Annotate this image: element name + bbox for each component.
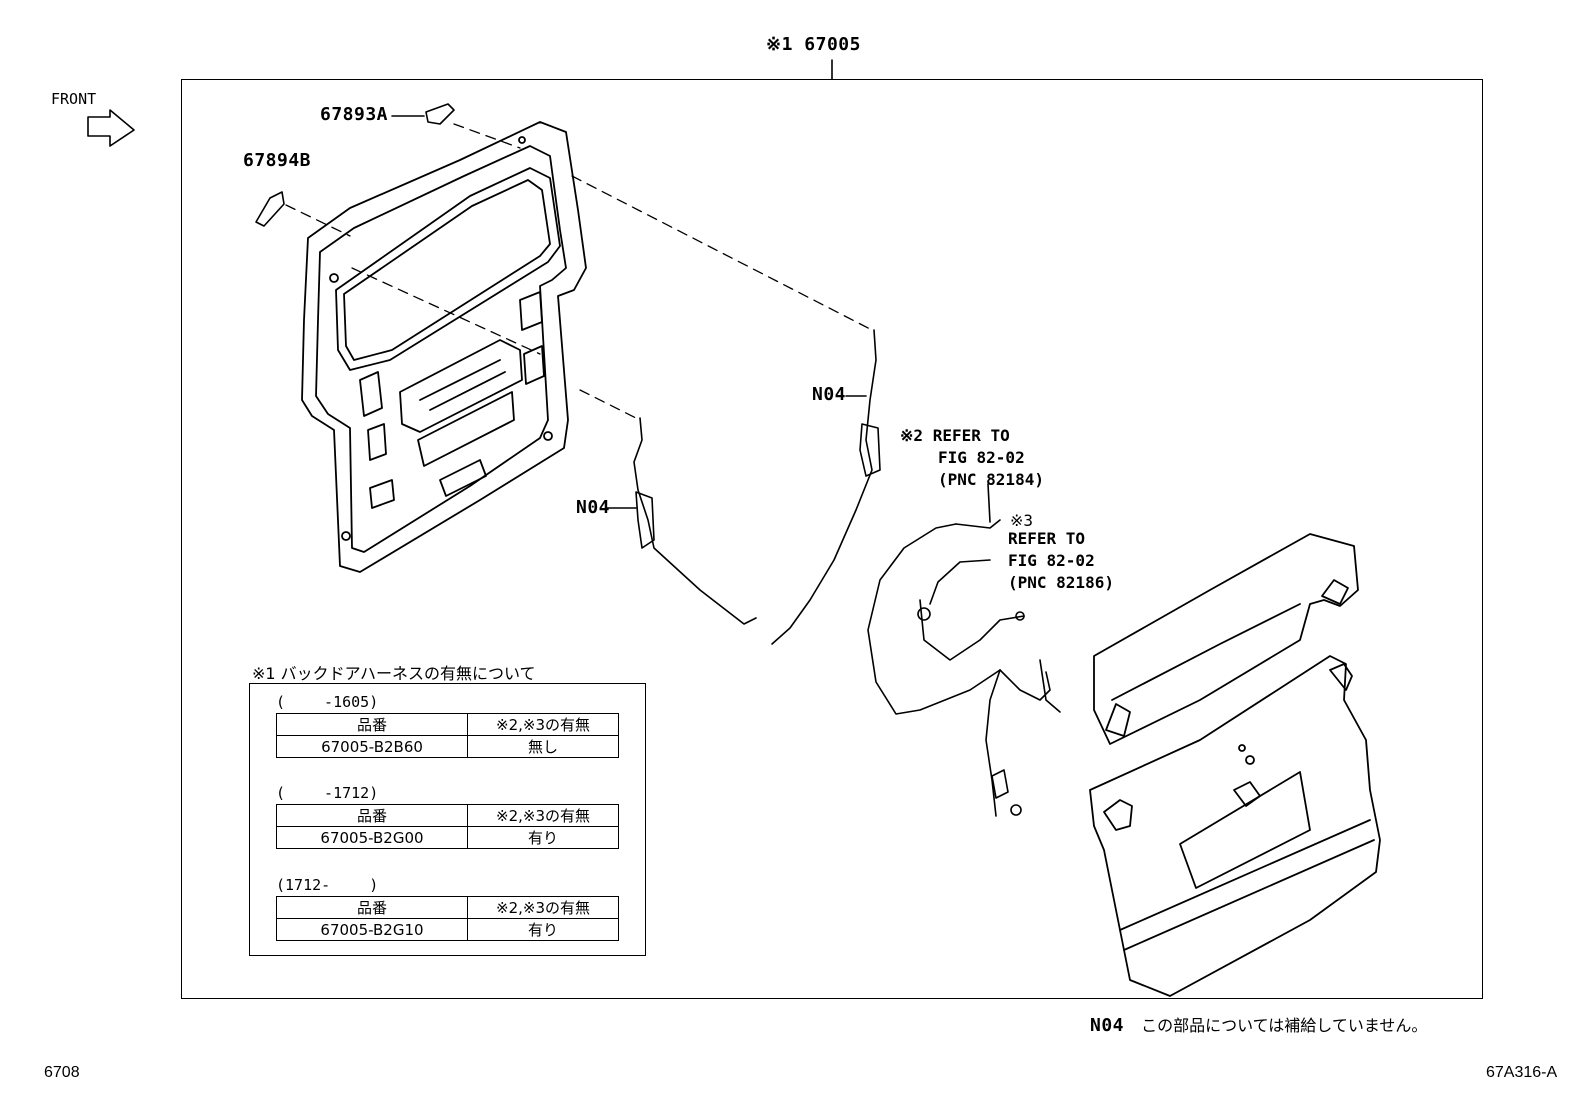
- main-assembly-label: ※1 67005: [766, 34, 861, 55]
- part-table-2: 品番 ※2,※3の有無 67005-B2G00 有り: [276, 804, 619, 849]
- clip-67894b-icon: [255, 191, 285, 227]
- range-2: ( -1712): [276, 784, 379, 802]
- header-part-cell: 品番: [276, 804, 468, 827]
- outer-back-door-panel: [1089, 533, 1381, 997]
- harness-note-box: [249, 683, 646, 956]
- refer-3-line2: FIG 82-02: [1008, 551, 1095, 570]
- refer-2-line1: REFER TO: [932, 426, 1010, 445]
- table-row: 67005-B2B60 無し: [276, 735, 619, 758]
- range-1: ( -1605): [276, 693, 379, 711]
- footnote-code: N04: [1090, 1015, 1125, 1036]
- table-row: 67005-B2G10 有り: [276, 918, 619, 941]
- header-part-cell: 品番: [276, 713, 468, 736]
- refer-3-line1: REFER TO: [1008, 529, 1086, 548]
- refer-3-block: ※3 REFER TO FIG 82-02 (PNC 82186): [1008, 510, 1114, 594]
- footnote-text: この部品については補給していません。: [1141, 1018, 1428, 1035]
- header-avail-cell: ※2,※3の有無: [467, 896, 619, 919]
- refer-2-block: ※2 REFER TO FIG 82-02 (PNC 82184): [900, 425, 1044, 491]
- header-avail-cell: ※2,※3の有無: [467, 713, 619, 736]
- availability-cell: 無し: [467, 735, 619, 758]
- refer-2-marker: ※2: [900, 426, 924, 445]
- refer-2-line3: (PNC 82184): [938, 470, 1044, 489]
- table-row: 品番 ※2,※3の有無: [276, 713, 619, 736]
- range-3: (1712- ): [276, 876, 379, 894]
- front-label: FRONT: [51, 90, 97, 108]
- part-table-1: 品番 ※2,※3の有無 67005-B2B60 無し: [276, 713, 619, 758]
- n04-mid-label: N04: [812, 384, 847, 405]
- part-number-cell: 67005-B2G10: [276, 918, 468, 941]
- cable-n04-left: [606, 417, 757, 625]
- table-row: 67005-B2G00 有り: [276, 826, 619, 849]
- figure-id-right: 67A316-A: [1486, 1064, 1558, 1081]
- table-row: 品番 ※2,※3の有無: [276, 804, 619, 827]
- inner-door-panel: [301, 121, 587, 573]
- part-67893a-label: 67893A: [320, 104, 389, 125]
- refer-3-marker: ※3: [1010, 511, 1034, 530]
- page-number-left: 6708: [44, 1064, 80, 1081]
- header-part-cell: 品番: [276, 896, 468, 919]
- footnote: N04 この部品については補給していません。: [1090, 1012, 1427, 1036]
- part-number-cell: 67005-B2G00: [276, 826, 468, 849]
- clip-67893a-icon: [425, 103, 455, 125]
- part-table-3: 品番 ※2,※3の有無 67005-B2G10 有り: [276, 896, 619, 941]
- part-number-cell: 67005-B2B60: [276, 735, 468, 758]
- cable-n04-mid: [771, 329, 881, 645]
- part-67894b-label: 67894B: [243, 150, 312, 171]
- main-assembly-marker: ※1: [766, 34, 793, 55]
- refer-2-line2: FIG 82-02: [938, 448, 1025, 467]
- main-assembly-part-no: 67005: [804, 34, 861, 55]
- harness-note-title: ※1 バックドアハーネスの有無について: [252, 664, 536, 683]
- table-row: 品番 ※2,※3の有無: [276, 896, 619, 919]
- availability-cell: 有り: [467, 918, 619, 941]
- refer-3-line3: (PNC 82186): [1008, 573, 1114, 592]
- availability-cell: 有り: [467, 826, 619, 849]
- back-door-harness: [867, 483, 1061, 817]
- n04-left-label: N04: [576, 497, 611, 518]
- header-avail-cell: ※2,※3の有無: [467, 804, 619, 827]
- front-arrow-icon: [87, 109, 135, 147]
